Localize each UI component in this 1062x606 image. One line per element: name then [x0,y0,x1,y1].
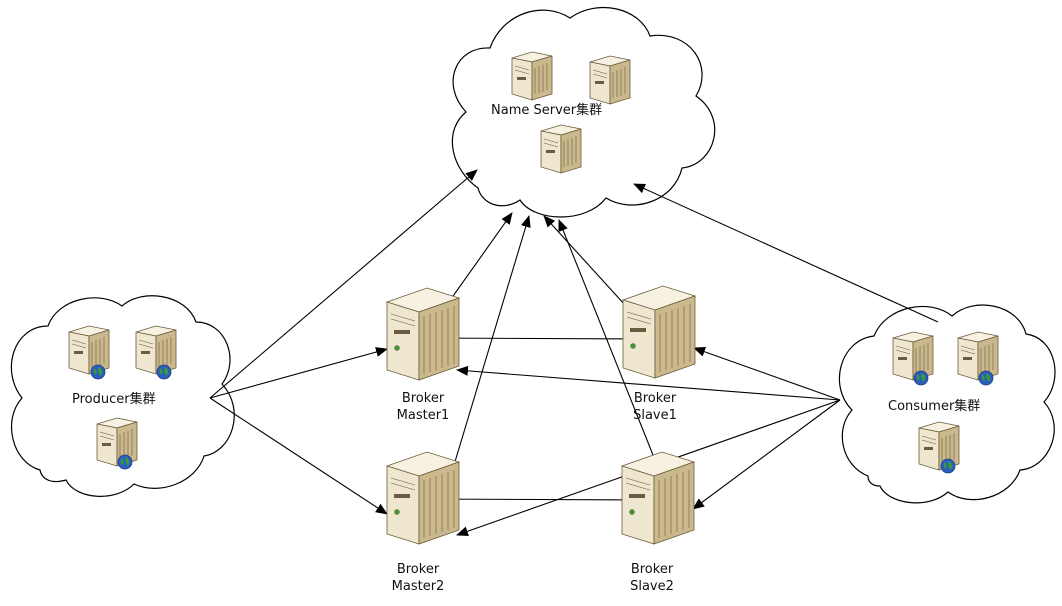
broker-master1-label-line2: Master1 [397,408,450,423]
edge-master2-slave2 [421,494,657,505]
broker-master2: Broker Master2 [386,451,460,594]
broker-slave2-label-line1: Broker [631,562,674,577]
broker-slave1-label-line1: Broker [634,391,677,406]
broker-slave1-label-line2: Slave1 [633,408,677,423]
edge-producer-master2 [209,397,388,515]
consumer-cluster: Consumer集群 [888,331,999,474]
nameserver-server-icon-1 [511,51,553,101]
nameserver-cluster: Name Server集群 [491,51,631,174]
edge-producer-nameserver [209,169,478,399]
broker-slave2-label-line2: Slave2 [630,579,674,594]
edge-producer-master1 [209,347,388,399]
broker-slave1: Broker Slave1 [622,285,696,423]
broker-server-icon [621,451,695,545]
broker-server-icon [622,285,696,379]
globe-icon [117,454,133,470]
globe-icon [156,364,172,380]
broker-slave2: Broker Slave2 [621,451,695,594]
globe-icon [913,370,929,386]
edge-consumer-slave2 [692,399,841,510]
globe-icon [978,370,994,386]
nameserver-server-icon-3 [540,124,582,174]
globe-icon [90,364,106,380]
nameserver-server-icon-2 [589,55,631,105]
edge-consumer-nameserver [633,183,939,323]
producer-cluster: Producer集群 [68,325,177,470]
broker-master1-label-line1: Broker [402,391,445,406]
broker-server-icon [386,451,460,545]
producer-cloud [10,295,235,497]
broker-master2-label-line2: Master2 [392,579,445,594]
edge-master1-slave1 [421,333,657,344]
edges [209,169,939,537]
consumer-cluster-label: Consumer集群 [888,398,980,414]
globe-icon [940,458,956,474]
edge-slave2-nameserver [558,219,658,466]
producer-cluster-label: Producer集群 [72,391,156,407]
consumer-server-icon-3 [918,421,960,474]
edge-consumer-master1 [456,365,841,401]
nameserver-cluster-label: Name Server集群 [491,102,602,118]
edge-master2-nameserver [453,215,531,466]
broker-master2-label-line1: Broker [397,562,440,577]
producer-server-icon-3 [96,417,138,470]
broker-master1: Broker Master1 [386,287,460,423]
broker-server-icon [386,287,460,381]
edge-consumer-slave1 [693,346,841,401]
